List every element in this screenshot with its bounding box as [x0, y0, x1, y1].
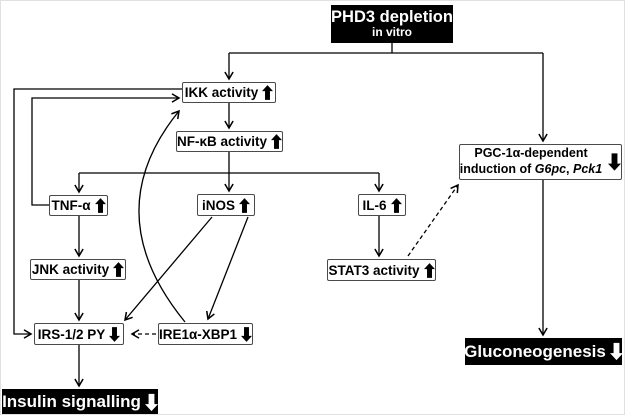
up-trend-icon — [271, 134, 283, 149]
down-trend-icon — [109, 326, 121, 342]
node-insulin-signalling: Insulin signalling — [2, 389, 158, 414]
node-ire1-xbp1: IRE1α-XBP1 — [158, 323, 253, 345]
node-nfkb-activity: NF-κB activity — [176, 131, 283, 152]
insulin-label: Insulin signalling — [2, 392, 141, 411]
edge-inos-irs — [124, 216, 213, 322]
node-tnf-alpha: TNF-α — [49, 195, 108, 216]
down-trend-icon — [241, 326, 253, 342]
down-trend-icon — [609, 342, 623, 361]
irs-label: IRS-1/2 PY — [37, 326, 106, 342]
node-inos: iNOS — [197, 194, 255, 216]
up-trend-icon — [390, 197, 402, 213]
stat3-label: STAT3 activity — [328, 262, 420, 278]
node-gluconeogenesis: Gluconeogenesis — [464, 338, 623, 365]
down-trend-icon — [608, 152, 622, 172]
jnk-label: JNK activity — [31, 262, 110, 277]
edge-tnf-ikk-loop — [31, 93, 181, 206]
il6-label: IL-6 — [362, 197, 387, 213]
node-jnk-activity: JNK activity — [30, 259, 126, 280]
up-trend-icon — [239, 197, 250, 213]
node-ikk-activity: IKK activity — [182, 82, 276, 103]
inos-label: iNOS — [201, 197, 235, 213]
node-il6: IL-6 — [358, 194, 406, 216]
node-pgc1a-induction: PGC-1α-dependent induction of G6pc, Pck1 — [459, 144, 622, 180]
node-irs-py: IRS-1/2 PY — [34, 323, 124, 345]
gene-pck1: Pck1 — [573, 162, 603, 176]
phd3-subtitle: in vitro — [371, 25, 412, 40]
nfkb-label: NF-κB activity — [176, 134, 268, 149]
tnf-label: TNF-α — [51, 198, 91, 213]
node-phd3-depletion: PHD3 depletion in vitro — [331, 5, 453, 43]
pgc-line1: PGC-1α-dependent — [474, 146, 588, 161]
pgc-label: PGC-1α-dependent induction of G6pc, Pck1 — [460, 146, 602, 177]
gluconeo-label: Gluconeogenesis — [464, 341, 606, 361]
edge-inos-ire1 — [205, 216, 249, 321]
up-trend-icon — [262, 85, 274, 100]
ikk-label: IKK activity — [184, 85, 259, 100]
phd3-title: PHD3 depletion — [331, 8, 453, 27]
pgc-line2: induction of G6pc, Pck1 — [459, 162, 603, 176]
up-trend-icon — [94, 198, 106, 213]
node-stat3-activity: STAT3 activity — [327, 259, 436, 281]
ire1-label: IRE1α-XBP1 — [158, 326, 238, 342]
edge-stat3-pgc — [407, 183, 459, 257]
up-trend-icon — [113, 262, 125, 277]
up-trend-icon — [423, 262, 435, 278]
down-trend-icon — [144, 393, 158, 412]
gene-g6pc: G6pc — [534, 162, 567, 176]
